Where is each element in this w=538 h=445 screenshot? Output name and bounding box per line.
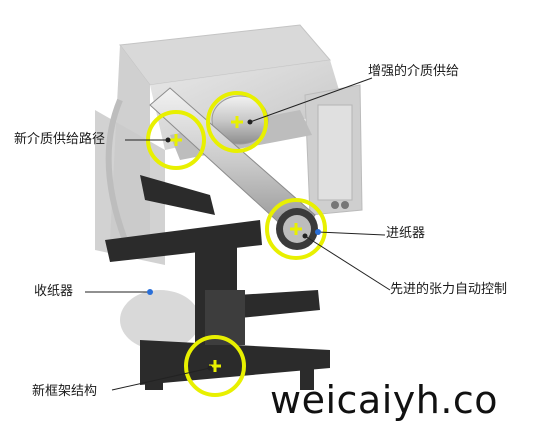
plus-marks <box>170 116 302 372</box>
leader-dots <box>165 119 308 371</box>
plus-icon <box>231 116 243 128</box>
blue-marker-icon <box>147 289 153 295</box>
callout-tension-control: 先进的张力自动控制 <box>390 282 508 297</box>
watermark: weicaiyh.co <box>270 378 499 422</box>
highlight-ring-frame <box>184 335 246 397</box>
callout-paper-feed: 进纸器 <box>386 226 426 241</box>
highlight-ring-paper-feed <box>265 198 327 260</box>
callout-new-frame: 新框架结构 <box>32 384 98 399</box>
blue-marker-icon <box>315 229 321 235</box>
callout-takeup: 收纸器 <box>34 284 74 299</box>
callout-enhanced-media-feed: 增强的介质供给 <box>368 64 460 79</box>
plus-icon <box>290 223 302 235</box>
highlight-rings <box>146 91 327 397</box>
plus-icon <box>170 134 182 146</box>
leader-lines <box>85 77 391 391</box>
callout-new-media-path: 新介质供给路径 <box>14 132 106 147</box>
highlight-ring-enhanced-feed <box>206 91 268 153</box>
